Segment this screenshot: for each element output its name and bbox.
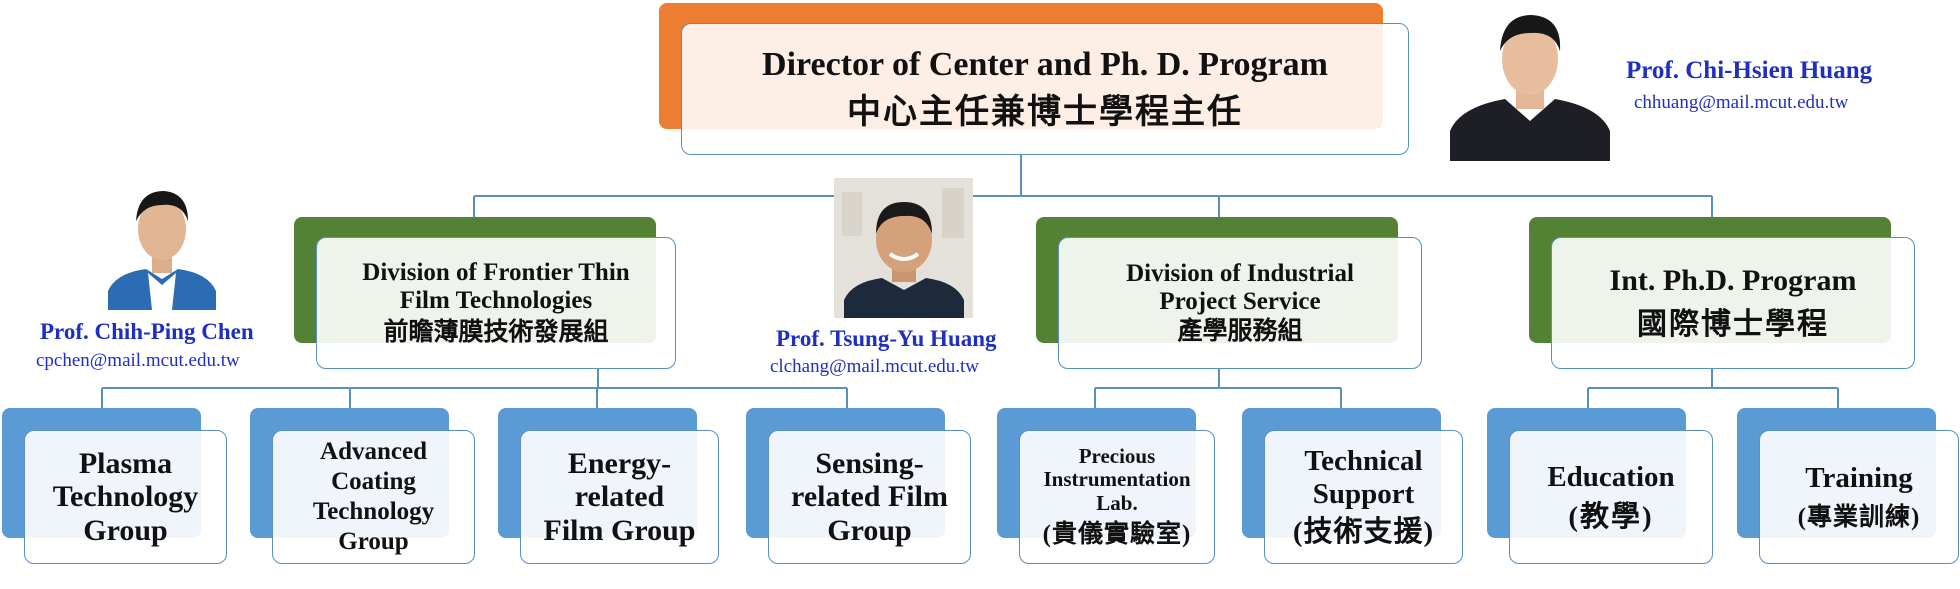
portrait-photo-chi-hsien-huang xyxy=(1450,3,1610,161)
division-box-panel: Division of Frontier Thin Film Technolog… xyxy=(316,237,676,369)
group-line: Lab. xyxy=(1096,490,1138,515)
director-title-zh: 中心主任兼博士學程主任 xyxy=(847,94,1243,131)
group-box-panel: Plasma Technology Group xyxy=(24,430,227,564)
group-line: related Film xyxy=(791,480,948,514)
division-line: Film Technologies xyxy=(399,287,593,314)
portrait-illustration xyxy=(108,191,216,310)
group-line: Instrumentation xyxy=(1043,467,1191,492)
portrait-illustration xyxy=(834,178,973,318)
group-line: Training xyxy=(1805,461,1913,494)
group-line: Technology xyxy=(312,498,435,525)
group-line: (技術支援) xyxy=(1292,516,1435,549)
portrait-illustration xyxy=(1450,15,1610,161)
group-box-panel: Precious Instrumentation Lab. (貴儀實驗室) xyxy=(1019,430,1215,564)
person-name-chi-hsien-huang: Prof. Chi-Hsien Huang xyxy=(1626,57,1873,84)
portrait-photo-chih-ping-chen xyxy=(108,173,216,310)
group-line: (教學) xyxy=(1568,501,1654,533)
group-line: Group xyxy=(83,513,168,547)
group-line: Plasma xyxy=(78,446,173,480)
group-line: Coating xyxy=(331,468,416,495)
group-box-panel: Energy- related Film Group xyxy=(520,430,719,564)
division-line: 國際博士學程 xyxy=(1637,308,1829,341)
division-box-panel: Division of Industrial Project Service 產… xyxy=(1058,237,1422,369)
division-line: Division of Industrial xyxy=(1126,260,1354,287)
person-email-tsung-yu-huang: clchang@mail.mcut.edu.tw xyxy=(770,356,980,377)
group-box-panel: Sensing- related Film Group xyxy=(768,430,971,564)
division-line: Project Service xyxy=(1159,288,1321,315)
group-line: Technical xyxy=(1304,445,1423,478)
group-line: Advanced xyxy=(320,438,427,465)
director-box-panel: Director of Center and Ph. D. Program 中心… xyxy=(681,23,1409,155)
person-email-chih-ping-chen: cpchen@mail.mcut.edu.tw xyxy=(36,350,240,371)
portrait-photo-tsung-yu-huang xyxy=(834,178,973,318)
person-name-tsung-yu-huang: Prof. Tsung-Yu Huang xyxy=(776,326,997,351)
director-title-en: Director of Center and Ph. D. Program xyxy=(762,45,1328,83)
division-line: Division of Frontier Thin xyxy=(362,259,630,286)
group-line: Sensing- xyxy=(815,446,924,480)
group-line: Education xyxy=(1547,460,1675,493)
group-line: Film Group xyxy=(543,513,696,547)
group-box-panel: Technical Support (技術支援) xyxy=(1264,430,1463,564)
group-line: related xyxy=(574,480,665,514)
division-line: 前瞻薄膜技術發展組 xyxy=(383,319,609,346)
group-line: Group xyxy=(338,528,409,555)
group-line: Precious xyxy=(1078,443,1156,468)
division-box-panel: Int. Ph.D. Program 國際博士學程 xyxy=(1551,237,1915,369)
group-line: (貴儀實驗室) xyxy=(1042,521,1192,549)
division-line: 產學服務組 xyxy=(1177,318,1303,345)
group-line: Support xyxy=(1312,477,1415,510)
group-box-panel: Education (教學) xyxy=(1509,430,1713,564)
person-email-chi-hsien-huang: chhuang@mail.mcut.edu.tw xyxy=(1634,92,1849,113)
group-line: Technology xyxy=(52,480,199,514)
person-name-chih-ping-chen: Prof. Chih-Ping Chen xyxy=(40,319,254,344)
group-line: Energy- xyxy=(567,446,672,480)
group-box-panel: Training (專業訓練) xyxy=(1759,430,1959,564)
group-line: (專業訓練) xyxy=(1797,504,1921,532)
division-line: Int. Ph.D. Program xyxy=(1609,264,1857,298)
group-box-panel: Advanced Coating Technology Group xyxy=(272,430,475,564)
group-line: Group xyxy=(827,513,912,547)
